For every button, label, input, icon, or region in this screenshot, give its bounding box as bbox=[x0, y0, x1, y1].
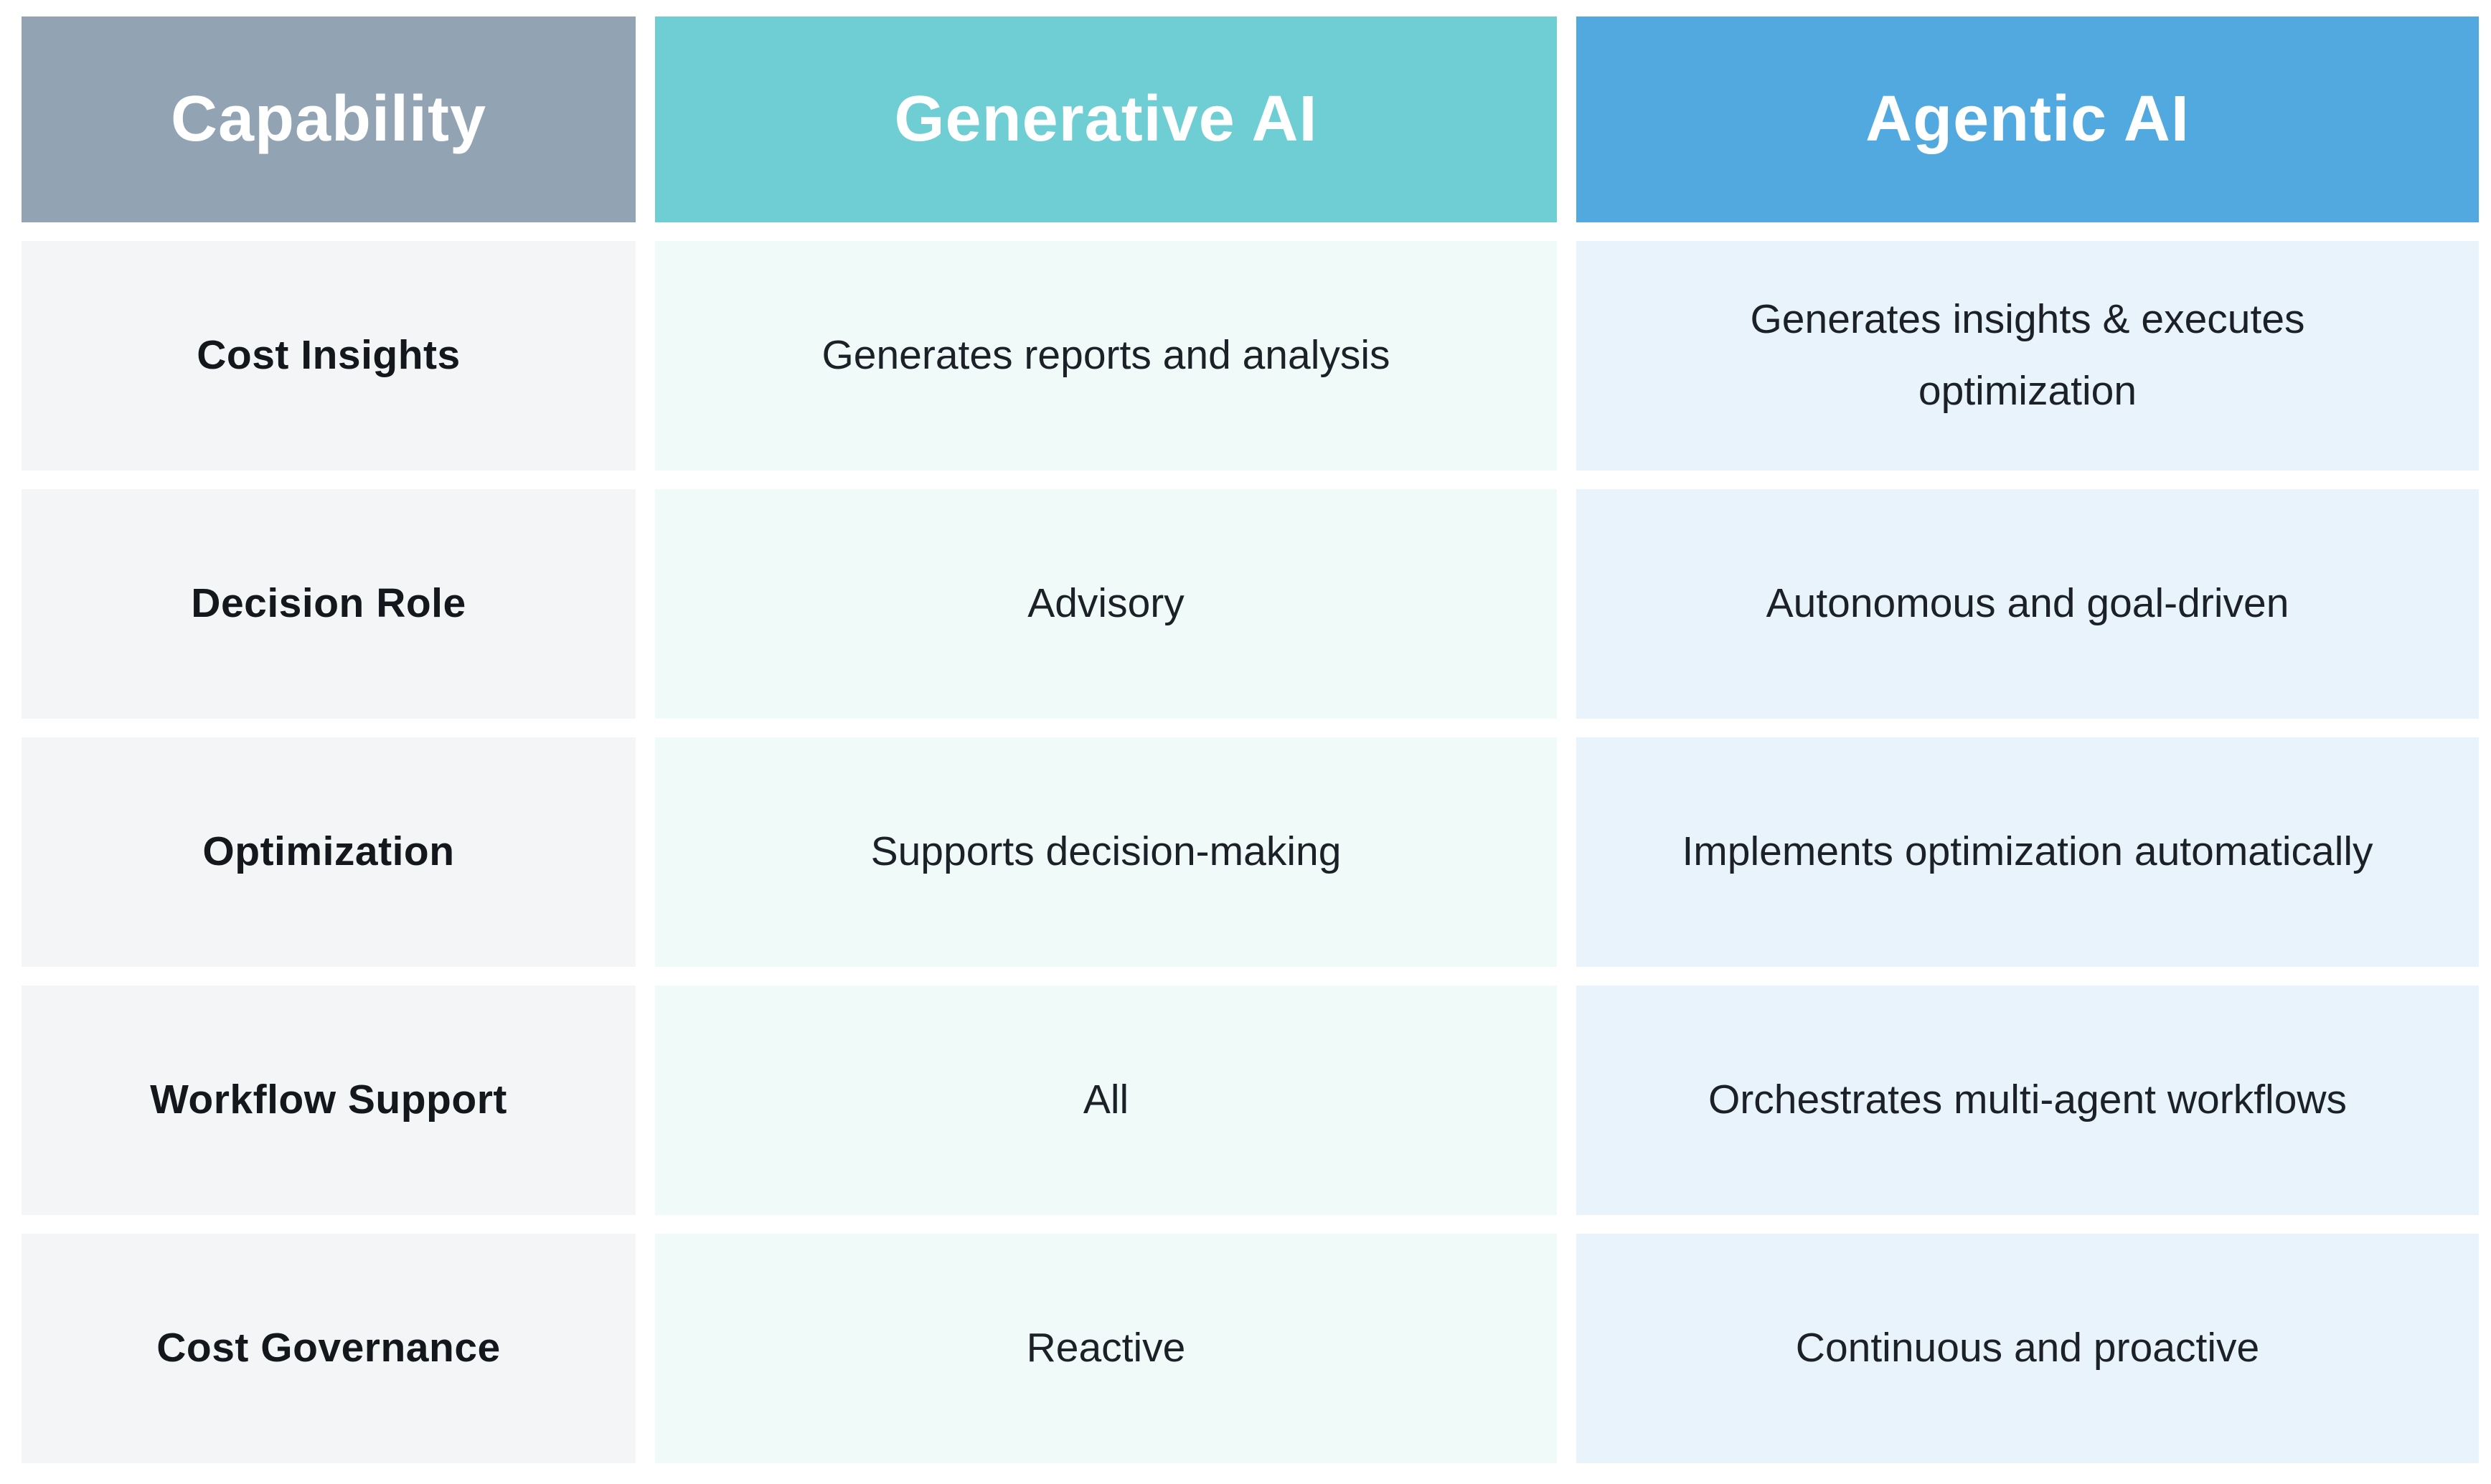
cell-cost-governance-generative: Reactive bbox=[655, 1234, 1557, 1463]
cell-optimization-generative: Supports decision-making bbox=[655, 737, 1557, 967]
column-header-capability: Capability bbox=[22, 16, 636, 222]
column-header-generative-ai: Generative AI bbox=[655, 16, 1557, 222]
cell-workflow-support-generative: All bbox=[655, 986, 1557, 1215]
comparison-table: Capability Generative AI Agentic AI Cost… bbox=[22, 16, 2479, 1463]
row-label-cost-governance: Cost Governance bbox=[22, 1234, 636, 1463]
cell-cost-insights-generative: Generates reports and analysis bbox=[655, 241, 1557, 471]
cell-decision-role-agentic: Autonomous and goal-driven bbox=[1576, 489, 2479, 719]
cell-workflow-support-agentic: Orchestrates multi-agent workflows bbox=[1576, 986, 2479, 1215]
cell-cost-governance-agentic: Continuous and proactive bbox=[1576, 1234, 2479, 1463]
row-label-workflow-support: Workflow Support bbox=[22, 986, 636, 1215]
column-header-agentic-ai: Agentic AI bbox=[1576, 16, 2479, 222]
row-label-cost-insights: Cost Insights bbox=[22, 241, 636, 471]
cell-optimization-agentic: Implements optimization automatically bbox=[1576, 737, 2479, 967]
cell-cost-insights-agentic: Generates insights & executes optimizati… bbox=[1576, 241, 2479, 471]
cell-decision-role-generative: Advisory bbox=[655, 489, 1557, 719]
row-label-decision-role: Decision Role bbox=[22, 489, 636, 719]
row-label-optimization: Optimization bbox=[22, 737, 636, 967]
